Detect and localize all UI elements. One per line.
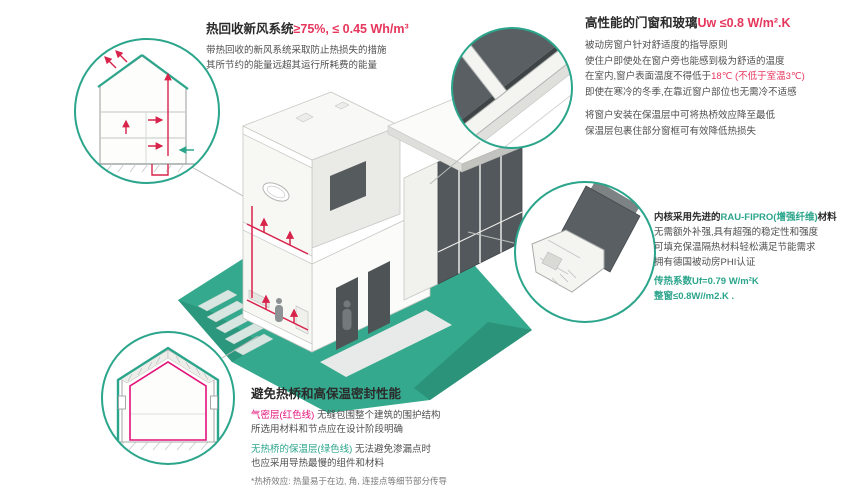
hrv-title-value: ≥75%, ≤ 0.45 Wh/m³ [293,22,409,36]
thermal-line-3: 无热桥的保温层(绿色线) 无法避免渗漏点时 [251,444,431,455]
profile-line-4: 拥有德国被动房PHI认证 [654,257,756,268]
ventilation-section-figure [74,38,220,184]
window-profile-figure [514,181,656,323]
glazing-line-3: 在室内,窗户表面温度不得低于18℃ (不低于室温3℃) [585,71,805,82]
glazing-title-value: Uw ≤0.8 W/m².K [697,16,791,30]
passive-house-isometric [242,91,531,353]
annotation-heat-recovery: 热回收新风系统≥75%, ≤ 0.45 Wh/m³ 带热回收的新风系统采取防止热… [206,18,506,73]
leader-lines [189,141,515,359]
glazing-line-4: 即使在寒冷的冬季,在靠近窗户部位也无需冷不适感 [585,86,797,98]
profile-line-1: 内核采用先进的RAU-FIPRO(增强纤维)材料 [654,212,837,223]
glazing-line-5: 将窗户安装在保温层中可将热桥效应降至最低 [585,110,776,121]
exhaust-air-arrows [104,50,172,176]
thermal-line-2: 所选用材料和节点应在设计阶段明确 [251,423,404,435]
hrv-title: 热回收新风系统≥75%, ≤ 0.45 Wh/m³ [206,18,506,37]
window-corner-figure [451,27,573,149]
thermal-envelope-figure [101,331,235,465]
people-figures [275,298,352,330]
thermal-footnote: *热桥效应: 热量易于在边, 角, 连接点等细节部分传导 [251,476,447,486]
insulation-layer-green-line [116,346,220,442]
glass-door [368,261,390,334]
glazing-line-1: 被动房窗户针对舒适度的指导原则 [585,40,728,51]
cabinet [295,305,309,335]
frame-profile [531,229,605,293]
bathtub [262,182,290,202]
annotation-profile-material: 内核采用先进的RAU-FIPRO(增强纤维)材料 无需额外补强,具有超强的稳定性… [654,210,865,304]
thermal-line-4: 也应采用导热最慢的组件和材料 [251,457,385,469]
profile-uf-value: 传热系数Uf=0.79 W/m²K [654,276,759,287]
annotation-glazing: 高性能的门窗和玻璃Uw ≤0.8 W/m².K 被动房窗户针对舒适度的指导原则 … [585,12,861,139]
hrv-body-1: 带热回收的新风系统采取防止热损失的措施 [206,45,387,56]
airtight-layer-red-line [129,361,207,441]
glazing-line-2: 使住户即使处在窗户旁也能感到极为舒适的温度 [585,55,785,67]
glazing-title: 高性能的门窗和玻璃Uw ≤0.8 W/m².K [585,12,861,31]
profile-uw-value: 整窗≤0.8W//m2.K . [654,291,735,302]
upper-window [330,161,366,211]
hrv-title-text: 热回收新风系统 [206,22,294,36]
glazing-line-6: 保温层包裹住部分窗框可有效降低热损失 [585,125,757,137]
glazing-title-text: 高性能的门窗和玻璃 [585,16,698,30]
profile-line-2: 无需额外补强,具有超强的稳定性和强度 [654,227,819,238]
thermal-title: 避免热桥和高保温密封性能 [251,387,402,401]
hrv-body-2: 其所节约的能量远超其运行所耗费的能量 [206,59,378,71]
thermal-line-1: 气密层(红色线) 无缝包围整个建筑的围护结构 [251,410,441,421]
annotation-thermal-bridge: 避免热桥和高保温密封性能 气密层(红色线) 无缝包围整个建筑的围护结构 所选用材… [251,383,561,487]
garden-stairs [197,289,274,356]
profile-line-3: 可填充保温隔热材料轻松满足节能需求 [654,242,816,253]
